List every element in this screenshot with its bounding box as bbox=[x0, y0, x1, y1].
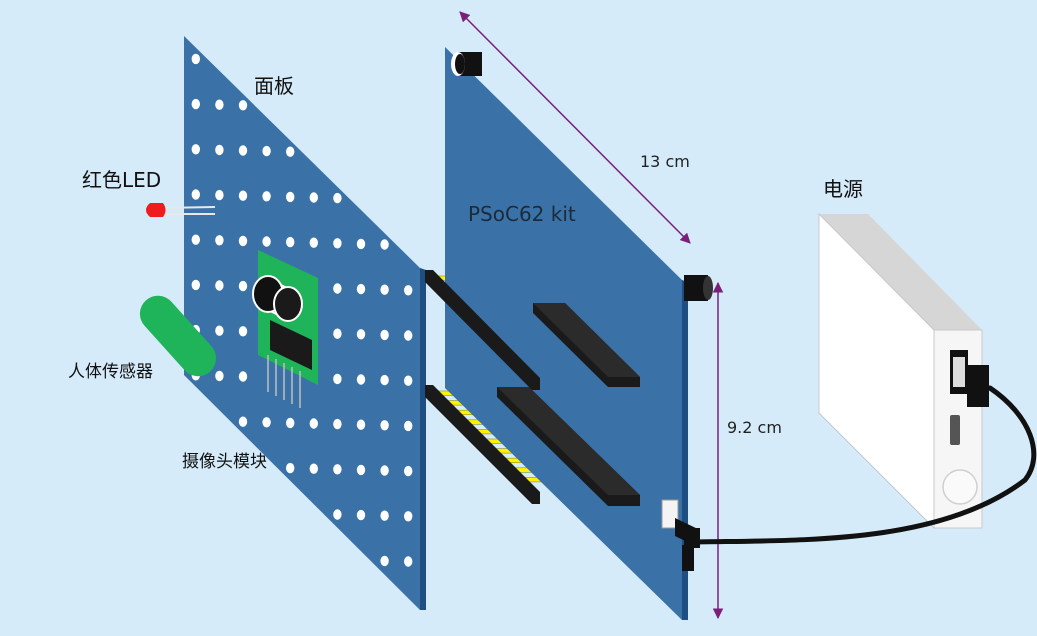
panel-hole bbox=[191, 234, 200, 245]
panel-hole bbox=[356, 329, 366, 340]
red-led bbox=[146, 203, 216, 217]
usb-plug bbox=[950, 350, 989, 407]
body-sensor-label: 人体传感器 bbox=[68, 362, 153, 382]
panel-hole bbox=[191, 279, 200, 291]
panel-hole bbox=[356, 283, 366, 295]
panel-hole bbox=[215, 325, 224, 336]
panel-hole bbox=[215, 370, 224, 382]
panel-hole bbox=[238, 280, 248, 292]
panel-hole bbox=[333, 328, 342, 339]
panel-hole bbox=[286, 462, 295, 474]
panel-hole bbox=[380, 284, 389, 295]
male-header bbox=[425, 385, 540, 504]
panel-hole bbox=[404, 285, 413, 296]
panel-hole bbox=[286, 146, 295, 157]
panel-hole bbox=[356, 464, 366, 476]
panel-hole bbox=[333, 238, 342, 249]
panel-hole bbox=[215, 189, 224, 201]
panel-hole bbox=[191, 189, 200, 200]
panel-hole bbox=[356, 374, 366, 385]
panel-hole bbox=[262, 191, 271, 202]
panel-hole bbox=[380, 329, 389, 341]
panel-hole bbox=[191, 53, 200, 65]
panel-hole bbox=[404, 420, 413, 432]
panel-hole bbox=[404, 375, 413, 386]
panel-hole bbox=[262, 417, 271, 428]
camera-module bbox=[252, 250, 318, 408]
panel-hole bbox=[356, 238, 366, 250]
panel-hole bbox=[191, 98, 200, 110]
panel-hole bbox=[404, 330, 413, 341]
panel-hole bbox=[380, 374, 389, 386]
kit-label: PSoC62 kit bbox=[468, 202, 576, 226]
panel-hole bbox=[215, 280, 224, 291]
panel-hole bbox=[380, 510, 389, 521]
panel-hole bbox=[309, 192, 318, 203]
panel-hole bbox=[333, 509, 342, 520]
camera-module-label: 摄像头模块 bbox=[182, 452, 267, 472]
standoff bbox=[451, 52, 482, 76]
panel-hole bbox=[238, 100, 248, 111]
panel-hole bbox=[333, 373, 342, 385]
panel-hole bbox=[215, 99, 224, 110]
power-bank-button bbox=[942, 469, 978, 505]
height-dimension-label: 9.2 cm bbox=[727, 418, 782, 437]
standoff bbox=[684, 275, 713, 301]
panel-hole bbox=[404, 465, 413, 477]
panel-hole bbox=[262, 236, 271, 247]
panel-hole bbox=[191, 144, 200, 155]
panel-hole bbox=[356, 419, 366, 430]
panel-hole bbox=[380, 239, 389, 250]
panel-hole bbox=[309, 418, 318, 429]
panel-hole bbox=[262, 145, 271, 157]
panel-hole bbox=[356, 509, 366, 521]
panel-hole bbox=[333, 283, 342, 294]
cable-plug bbox=[675, 518, 700, 548]
panel-hole bbox=[215, 235, 224, 246]
panel-label: 面板 bbox=[254, 74, 294, 98]
panel-hole bbox=[238, 326, 248, 337]
body-sensor-pill bbox=[139, 295, 217, 377]
panel-hole bbox=[404, 556, 413, 567]
power-bank bbox=[818, 212, 989, 530]
power-label: 电源 bbox=[823, 177, 863, 201]
panel-hole bbox=[333, 192, 342, 204]
panel-hole bbox=[333, 464, 342, 475]
panel-hole bbox=[380, 555, 389, 567]
red-led-label: 红色LED bbox=[82, 168, 162, 192]
panel-hole bbox=[238, 371, 248, 382]
panel-hole bbox=[380, 420, 389, 431]
panel-hole bbox=[286, 236, 295, 248]
panel-hole bbox=[333, 418, 342, 430]
panel-hole bbox=[380, 465, 389, 476]
led-bulb bbox=[146, 203, 166, 217]
panel-hole bbox=[309, 463, 318, 474]
front-panel-edge bbox=[420, 268, 426, 610]
male-header bbox=[425, 270, 540, 390]
panel-hole bbox=[404, 511, 413, 522]
panel-hole bbox=[238, 235, 248, 247]
usb-cable bbox=[692, 385, 1037, 545]
width-dimension-arrow bbox=[459, 11, 691, 244]
panel-hole-grid bbox=[191, 53, 413, 567]
panel-hole bbox=[238, 190, 248, 201]
panel-hole bbox=[286, 417, 295, 429]
width-dimension-label: 13 cm bbox=[640, 152, 690, 171]
standoff bbox=[682, 545, 694, 571]
panel-hole bbox=[238, 145, 248, 156]
usb-port bbox=[661, 499, 679, 529]
panel-hole bbox=[238, 416, 248, 427]
panel-hole bbox=[286, 191, 295, 203]
panel-hole bbox=[309, 237, 318, 248]
panel-hole bbox=[215, 144, 224, 156]
power-bank-usb-port bbox=[950, 415, 960, 445]
